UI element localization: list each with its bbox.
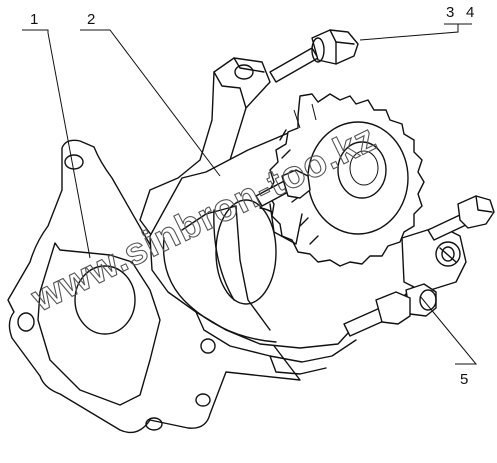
bolt-middle [255, 169, 311, 245]
callout-1: 1 [30, 11, 38, 28]
leader-3-4 [359, 23, 472, 41]
bolt-right-upper [427, 195, 495, 241]
gasket-plate [7, 139, 301, 434]
callout-3: 3 [446, 4, 454, 21]
callout-5: 5 [460, 371, 468, 388]
callout-2: 2 [87, 11, 95, 28]
bolt-top [269, 29, 359, 83]
leader-5 [419, 295, 478, 365]
leader-2 [80, 29, 221, 177]
callout-leaders [22, 23, 478, 365]
leader-1 [22, 29, 91, 259]
callout-4: 4 [466, 4, 474, 21]
bolt-lower-left [343, 291, 411, 337]
